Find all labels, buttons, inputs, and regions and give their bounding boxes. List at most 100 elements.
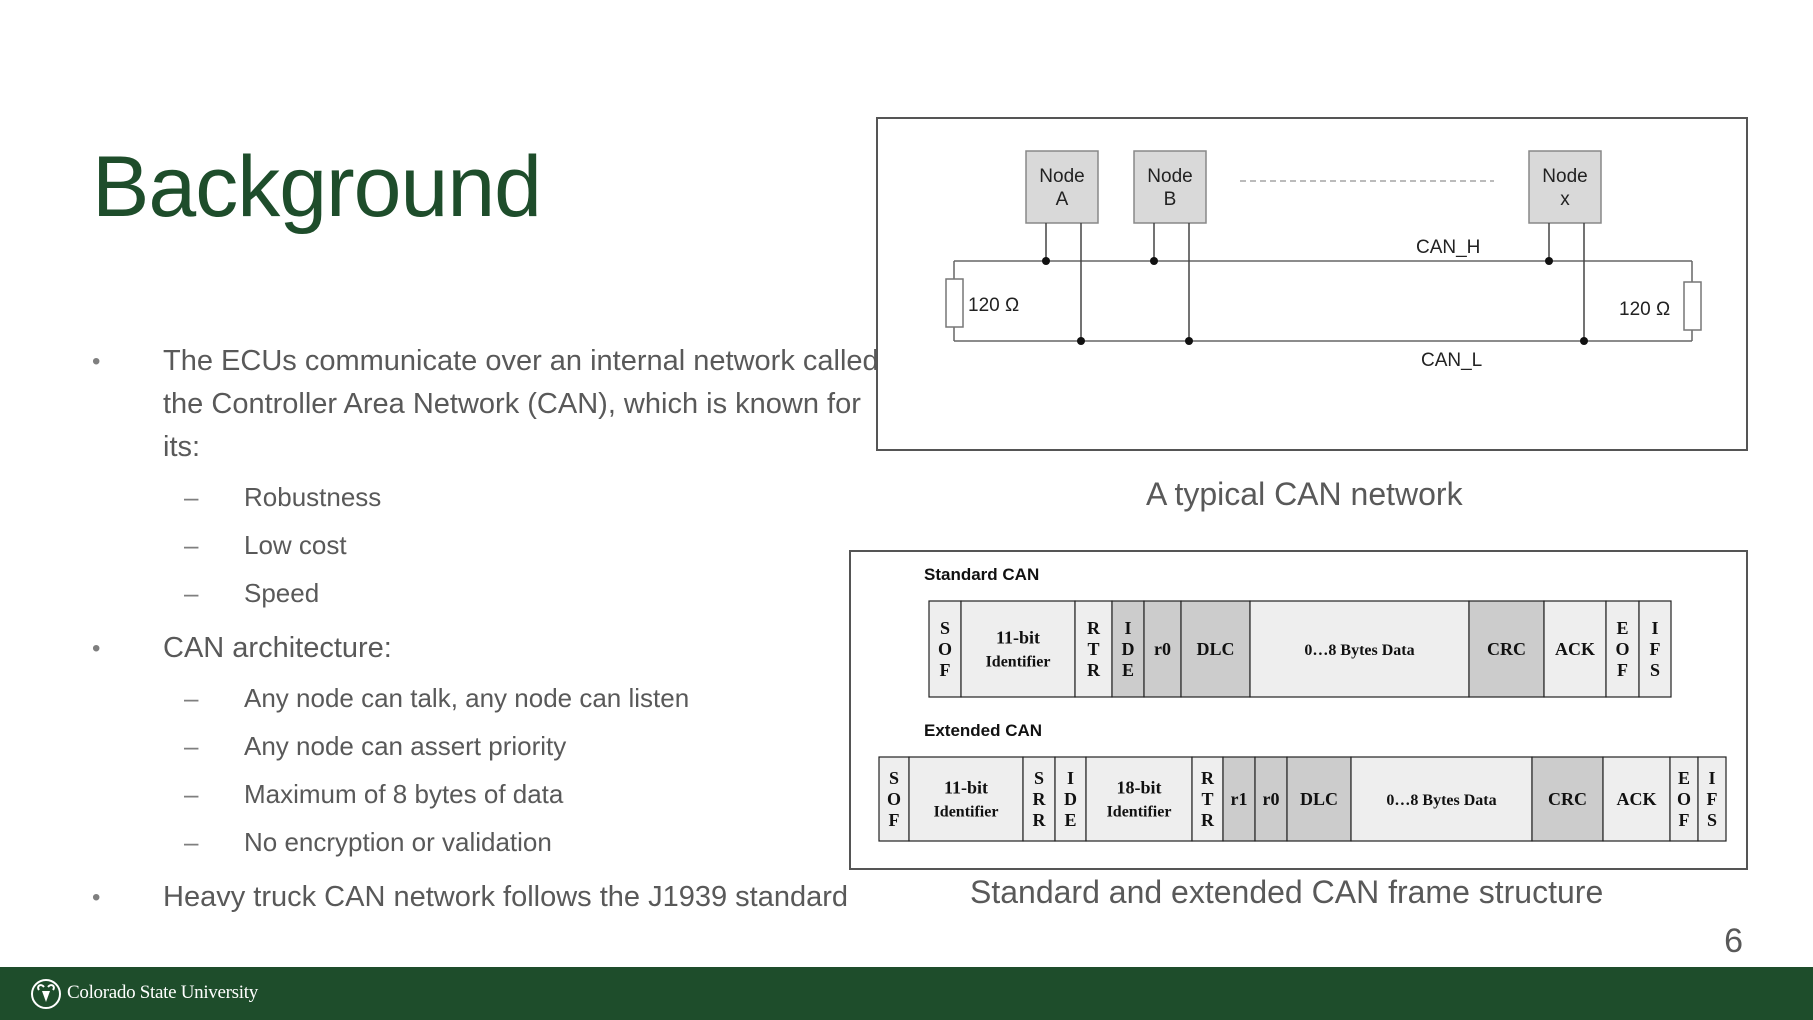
frame-field-label: Identifier xyxy=(986,654,1051,671)
frame-field-label: R xyxy=(1033,810,1047,830)
bullet-list: • The ECUs communicate over an internal n… xyxy=(92,340,892,919)
frame-field-label: CRC xyxy=(1487,639,1526,659)
frame-field-label: T xyxy=(1087,639,1099,659)
frame-field-cell: CRC xyxy=(1468,600,1545,698)
frame-field-label: T xyxy=(1201,789,1213,809)
frame-field-label: F xyxy=(1617,660,1628,680)
standard-can-label: Standard CAN xyxy=(924,565,1039,584)
frame-field-cell: SOF xyxy=(878,756,910,842)
frame-field-cell: EOF xyxy=(1669,756,1699,842)
sub-bullet-dash: – xyxy=(184,578,199,608)
frame-field-label: 0…8 Bytes Data xyxy=(1386,792,1496,809)
sub-bullet-dash: – xyxy=(184,731,199,761)
frame-field-cell: r0 xyxy=(1143,600,1182,698)
extended-can-label: Extended CAN xyxy=(924,721,1042,740)
can-l-label: CAN_L xyxy=(1421,350,1482,371)
frame-field-label: F xyxy=(1707,789,1718,809)
can-frame-svg: Standard CAN SOF11-bitIdentifierRTRIDEr0… xyxy=(878,565,1727,842)
node-x-id: x xyxy=(1560,189,1570,210)
sub-bullet-item: –Any node can assert priority xyxy=(92,726,892,766)
frame-field-label: O xyxy=(1615,639,1629,659)
frame-field-label: S xyxy=(1707,810,1717,830)
frame-field-label: r0 xyxy=(1263,789,1280,809)
frame-field-label: 11-bit xyxy=(996,628,1040,648)
bullet-text: CAN architecture: xyxy=(163,632,392,664)
bullet-dot: • xyxy=(92,884,101,911)
frame-field-label: D xyxy=(1122,639,1135,659)
sub-bullet-item: – Maximum of 8 bytes of data xyxy=(92,774,892,814)
frame-field-label: ACK xyxy=(1617,789,1657,809)
page-number: 6 xyxy=(1724,922,1743,960)
frame-field-label: R xyxy=(1087,618,1101,638)
frame-field-label: ACK xyxy=(1555,639,1595,659)
sub-bullet-text: Speed xyxy=(244,578,320,608)
frame-field-label: F xyxy=(940,660,951,680)
bullet-dot: • xyxy=(92,348,101,375)
frame-field-label: E xyxy=(1122,660,1134,680)
frame-field-label: E xyxy=(1678,768,1690,788)
node-a-id: A xyxy=(1056,189,1069,210)
frame-field-cell: DLC xyxy=(1180,600,1251,698)
sub-bullet-text: Any node can talk, any node can listen xyxy=(244,683,690,713)
frame-field-cell: 0…8 Bytes Data xyxy=(1249,600,1470,698)
node-a-label: Node xyxy=(1039,166,1084,187)
resistor-left xyxy=(945,278,964,328)
frame-field-cell: CRC xyxy=(1531,756,1604,842)
sub-bullet-dash: – xyxy=(184,482,199,512)
frame-field-label: R xyxy=(1033,789,1047,809)
node-b-id: B xyxy=(1164,189,1177,210)
frame-field-cell: IDE xyxy=(1111,600,1145,698)
bullet-item: • The ECUs communicate over an internal n… xyxy=(92,340,892,469)
frame-field-cell: r1 xyxy=(1222,756,1256,842)
frame-field-label: I xyxy=(1067,768,1074,788)
frame-field-label: R xyxy=(1087,660,1101,680)
can-h-label: CAN_H xyxy=(1416,237,1480,258)
frame-field-cell: SRR xyxy=(1022,756,1056,842)
frame-field-cell: ACK xyxy=(1602,756,1671,842)
frame-field-cell: IDE xyxy=(1054,756,1087,842)
sub-bullet-dash: – xyxy=(184,827,199,857)
frame-field-label: I xyxy=(1708,768,1715,788)
frame-field-label: E xyxy=(1064,810,1076,830)
frame-field-label: E xyxy=(1616,618,1628,638)
sub-bullet-text: Robustness xyxy=(244,482,382,512)
frame-field-cell: ACK xyxy=(1543,600,1607,698)
sub-bullet-text: No encryption or validation xyxy=(244,827,552,857)
frame-field-label: DLC xyxy=(1196,639,1234,659)
ram-head-logo-icon xyxy=(31,979,61,1009)
network-caption: A typical CAN network xyxy=(1146,476,1463,512)
frame-field-cell: RTR xyxy=(1191,756,1224,842)
frame-field-label: S xyxy=(940,618,950,638)
sub-bullet-dash: – xyxy=(184,779,199,809)
frame-field-label: r1 xyxy=(1231,789,1248,809)
sub-bullet-item: – Speed xyxy=(92,573,892,613)
can-network-svg: Node A Node B Node x CAN_H CAN_L xyxy=(945,150,1702,371)
sub-bullet-item: –Low cost xyxy=(92,525,892,565)
slide-title: Background xyxy=(92,139,542,235)
frame-field-label: R xyxy=(1201,810,1215,830)
frame-field-cell: SOF xyxy=(928,600,962,698)
frame-field-label: D xyxy=(1064,789,1077,809)
sub-bullet-text: Maximum of 8 bytes of data xyxy=(244,779,564,809)
resistor-right xyxy=(1683,281,1702,331)
frame-field-label: 0…8 Bytes Data xyxy=(1304,642,1414,659)
sub-bullet-item: – No encryption or validation xyxy=(92,822,892,862)
bullet-text: The ECUs communicate over an internal ne… xyxy=(163,345,879,463)
sub-bullet-item: –Any node can talk, any node can listen xyxy=(92,678,892,718)
sub-bullet-dash: – xyxy=(184,530,199,560)
extended-frame-row: SOF11-bitIdentifierSRRIDE18-bitIdentifie… xyxy=(878,756,1727,842)
resistor-right-label: 120 Ω xyxy=(1619,299,1670,320)
bullet-dot: • xyxy=(92,635,101,662)
node-b-label: Node xyxy=(1147,166,1192,187)
frame-field-label: DLC xyxy=(1300,789,1338,809)
university-wordmark: Colorado State University xyxy=(67,982,258,1003)
frame-field-cell: IFS xyxy=(1638,600,1672,698)
sub-bullet-item: – Robustness xyxy=(92,477,892,517)
frame-field-label: F xyxy=(889,810,900,830)
node-x-label: Node xyxy=(1542,166,1587,187)
